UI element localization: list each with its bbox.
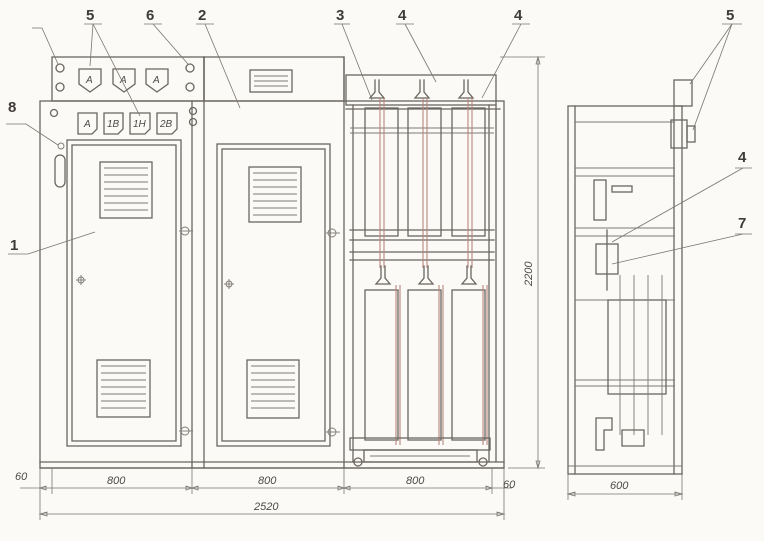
- dimension-lines: [20, 55, 684, 520]
- louver-panel-1-bottom: [96, 359, 151, 418]
- dim-margin-left: 60: [15, 471, 28, 483]
- callout-5-front: 5: [86, 7, 94, 24]
- dim-total-width: 2520: [253, 501, 279, 513]
- ammeters: A A A: [78, 68, 169, 93]
- dim-panel-3-width: 800: [406, 475, 425, 487]
- callout-labels: 1 2 3 4 4 5 6 8 5 4 7: [8, 7, 747, 254]
- louver-panel-1-top: [99, 161, 153, 219]
- switch-1b-label: 1B: [107, 119, 120, 130]
- indicator-lamps: [49, 63, 198, 127]
- door-handles: [76, 226, 340, 437]
- cabinet-body: [39, 100, 505, 469]
- signal-lamp: [54, 142, 66, 188]
- callout-2: 2: [198, 7, 206, 24]
- callout-5-side: 5: [726, 7, 734, 24]
- switch-a-label: A: [83, 119, 91, 130]
- relay-compartment-middle: [203, 56, 345, 102]
- callout-7: 7: [738, 215, 746, 232]
- dim-margin-right: 60: [503, 479, 516, 491]
- dim-panel-2-width: 800: [258, 475, 277, 487]
- louver-panel-2-bottom: [246, 359, 300, 419]
- switch-1h-label: 1H: [133, 119, 147, 130]
- dimension-labels: 60 800 800 800 60 2520 2200 600: [15, 261, 629, 513]
- louver-panel-2-top: [248, 166, 302, 223]
- relay-compartment-left: [51, 56, 205, 102]
- side-view-frame: [567, 105, 675, 475]
- switch-2b-label: 2B: [159, 119, 173, 130]
- open-panel-internals: [345, 74, 501, 467]
- callout-6: 6: [146, 7, 154, 24]
- dim-depth: 600: [610, 480, 629, 492]
- ammeter-1-label: A: [85, 75, 93, 86]
- side-view: [567, 79, 696, 475]
- ammeter-3-label: A: [152, 75, 160, 86]
- control-switches: A 1B 1H 2B: [77, 112, 178, 135]
- callout-leaders: [6, 23, 752, 265]
- dim-height: 2200: [523, 261, 535, 287]
- callout-3: 3: [336, 7, 344, 24]
- ammeter-2-label: A: [119, 75, 127, 86]
- callout-8: 8: [8, 99, 16, 116]
- callout-1: 1: [10, 237, 18, 254]
- callout-4-right: 4: [514, 7, 523, 24]
- panel-2-door: [216, 143, 331, 447]
- front-view: A A A A 1B 1H 2B: [39, 56, 505, 469]
- ventilation-grille-top: [249, 69, 293, 93]
- dim-panel-1-width: 800: [107, 475, 126, 487]
- callout-4-middle: 4: [398, 7, 407, 24]
- panel-1-door: [66, 139, 182, 447]
- callout-4-side: 4: [738, 149, 747, 166]
